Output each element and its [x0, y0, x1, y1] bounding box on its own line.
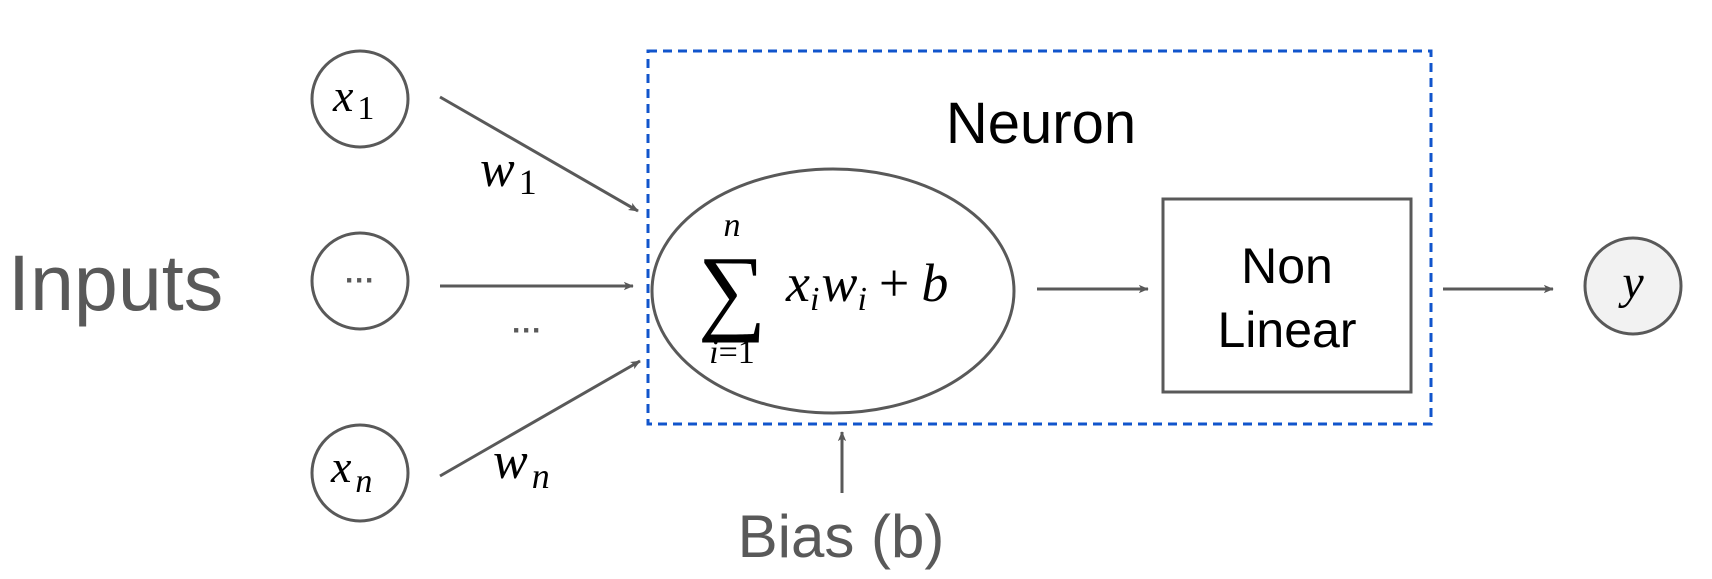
- activation-label-line2: Linear: [1218, 302, 1357, 358]
- input-node-circle: [310, 423, 410, 523]
- neuron-title: Neuron: [946, 91, 1136, 156]
- input-node-circle: [310, 49, 410, 149]
- input-node-label: ···: [345, 264, 375, 297]
- sigma-lower-limit: i=1: [709, 334, 755, 371]
- inputs-label: Inputs: [8, 238, 223, 327]
- summation-node: ∑ n i=1 xiwi+b: [650, 167, 1016, 415]
- edge-x1-to-sum: [439, 95, 639, 213]
- edge-xn-to-sum: [439, 359, 641, 478]
- output-node-y: y: [1583, 236, 1683, 336]
- sigma-symbol: ∑: [698, 236, 766, 343]
- output-node-circle: [1583, 236, 1683, 336]
- weight-label-ellipsis: ···: [512, 314, 542, 347]
- input-node-ellipsis: ···: [310, 231, 410, 331]
- summation-ellipse: [650, 167, 1016, 415]
- sigma-upper-limit: n: [724, 207, 741, 244]
- output-node-label: y: [1617, 256, 1644, 309]
- activation-box: [1161, 197, 1413, 394]
- activation-node: Non Linear: [1161, 197, 1413, 394]
- activation-label-line1: Non: [1241, 238, 1333, 294]
- summation-term: xiwi+b: [785, 253, 948, 318]
- input-node-circle: [310, 231, 410, 331]
- neuron-boundary: [646, 49, 1433, 426]
- bias-label: Bias (b): [738, 503, 945, 570]
